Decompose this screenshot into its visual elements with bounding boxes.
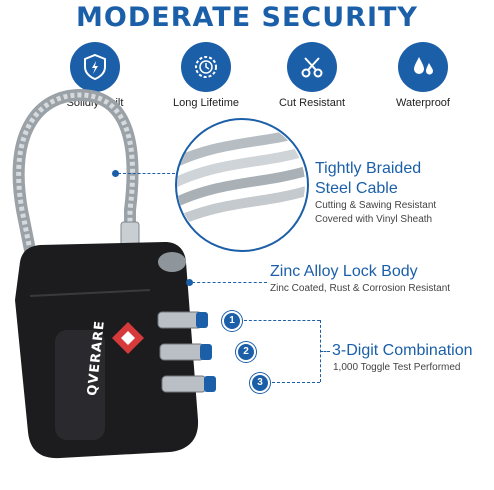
cable-sub-2: Covered with Vinyl Sheath bbox=[315, 214, 433, 225]
combo-bracket-top bbox=[244, 320, 320, 321]
cable-magnifier bbox=[175, 118, 309, 252]
badge-3: 3 bbox=[250, 373, 270, 393]
combo-sub: 1,000 Toggle Test Performed bbox=[333, 362, 461, 373]
water-drops-icon bbox=[398, 42, 448, 92]
shield-icon bbox=[70, 42, 120, 92]
feature-waterproof: Waterproof bbox=[368, 42, 478, 109]
cable-sub-1: Cutting & Sawing Resistant bbox=[315, 200, 437, 211]
badge-2: 2 bbox=[236, 342, 256, 362]
combo-heading: 3-Digit Combination bbox=[332, 342, 473, 359]
combo-bracket-tick bbox=[320, 351, 330, 352]
cable-callout-dot bbox=[112, 170, 119, 177]
body-callout-dot bbox=[186, 279, 193, 286]
body-heading: Zinc Alloy Lock Body bbox=[270, 263, 418, 280]
brand-logo bbox=[112, 322, 144, 354]
feature-long-lifetime: Long Lifetime bbox=[151, 42, 261, 109]
combo-bracket-bottom bbox=[272, 382, 320, 383]
body-sub: Zinc Coated, Rust & Corrosion Resistant bbox=[270, 283, 451, 294]
feature-label: Long Lifetime bbox=[172, 97, 240, 109]
scissors-icon bbox=[287, 42, 337, 92]
feature-label: Waterproof bbox=[395, 97, 450, 109]
clock-gear-icon bbox=[181, 42, 231, 92]
body-callout-line bbox=[192, 282, 267, 283]
cable-heading-2: Steel Cable bbox=[315, 180, 398, 197]
cable-callout-line bbox=[118, 173, 175, 174]
feature-label: Cut Resistant bbox=[278, 97, 346, 109]
badge-1: 1 bbox=[222, 311, 242, 331]
page-title: MODERATE SECURITY bbox=[76, 2, 418, 33]
feature-cut-resistant: Cut Resistant bbox=[257, 42, 367, 109]
cable-heading-1: Tightly Braided bbox=[315, 160, 422, 177]
